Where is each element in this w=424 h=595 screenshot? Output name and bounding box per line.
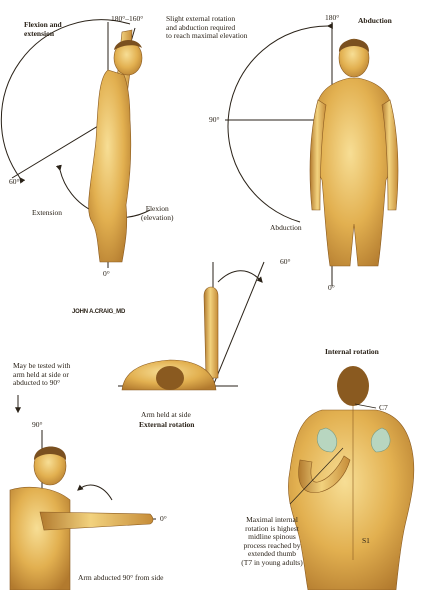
arm90-right-angle: 0°	[160, 514, 167, 523]
flexion-figure	[0, 19, 151, 268]
abduction-side-angle: 90°	[209, 115, 220, 124]
abduction-figure	[225, 22, 399, 286]
abduction-label: Abduction	[270, 223, 302, 232]
extension-label: Extension	[32, 208, 62, 217]
external-caption: Arm held at side	[141, 410, 191, 419]
flexion-bottom-angle: 0°	[103, 269, 110, 278]
internal-rotation-figure	[288, 366, 415, 591]
external-title: External rotation	[139, 420, 195, 429]
arm-abducted-figure	[9, 395, 156, 591]
flexion-top-angle: 180°–160°	[111, 14, 144, 23]
arm90-top-angle: 90°	[32, 420, 43, 429]
internal-title: Internal rotation	[325, 347, 379, 356]
s1-label: S1	[362, 536, 370, 545]
flexion-left-angle: 60°	[9, 177, 20, 186]
artist-signature: JOHN A.CRAIG_MD	[72, 309, 126, 315]
abduction-title: Abduction	[358, 16, 392, 25]
abduction-top-angle: 180°	[325, 13, 340, 22]
arm90-caption: Arm abducted 90° from side	[78, 573, 164, 582]
external-rotation-figure	[118, 261, 265, 391]
external-top-angle: 60°	[280, 257, 291, 266]
abduction-bottom-angle: 0°	[328, 283, 335, 292]
c7-label: C7	[379, 403, 388, 412]
flexion-label: Flexion(elevation)	[141, 204, 174, 222]
